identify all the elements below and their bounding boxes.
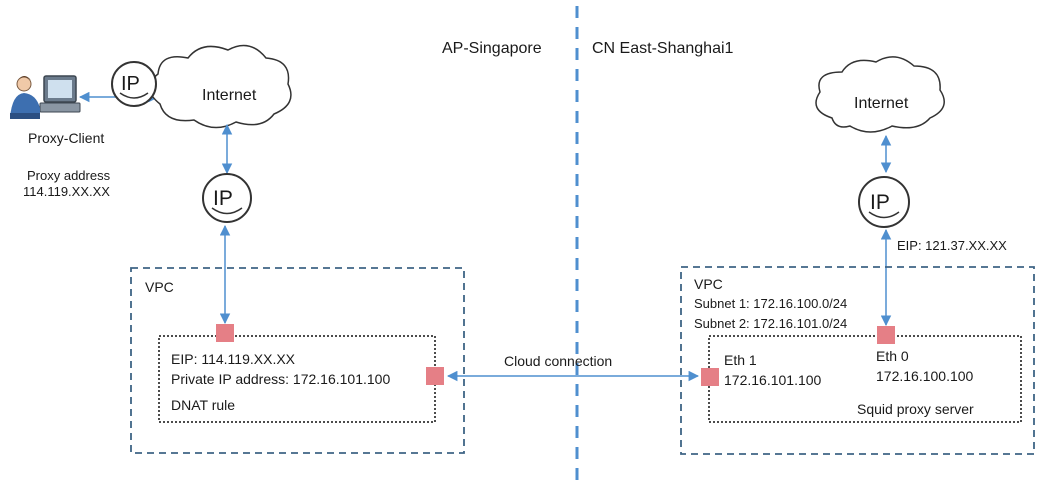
ip-icon-nat: IP	[202, 173, 252, 223]
eth0-name-label: Eth 0	[876, 348, 909, 364]
server-eip-label: EIP: 121.37.XX.XX	[897, 238, 1007, 253]
client-label: Proxy-Client	[28, 130, 104, 146]
vpc-label-left: VPC	[145, 279, 174, 295]
svg-text:IP: IP	[870, 191, 890, 214]
eth0-port	[877, 326, 895, 344]
svg-text:IP: IP	[121, 73, 140, 95]
vpc-label-right: VPC	[694, 276, 723, 292]
eth1-name-label: Eth 1	[724, 352, 757, 368]
eth0-ip-label: 172.16.100.100	[876, 368, 974, 384]
region-left-label: AP-Singapore	[442, 40, 542, 57]
nat-port-top	[216, 324, 234, 342]
proxy-address-value: 114.119.XX.XX	[23, 184, 110, 199]
squid-server-label: Squid proxy server	[857, 401, 974, 417]
subnet1-label: Subnet 1: 172.16.100.0/24	[694, 296, 847, 311]
ip-icon-server: IP	[858, 176, 910, 228]
eth1-port	[701, 368, 719, 386]
internet-cloud-icon-right	[815, 56, 945, 133]
subnet2-label: Subnet 2: 172.16.101.0/24	[694, 316, 847, 331]
svg-text:IP: IP	[213, 187, 233, 210]
computer-user-icon	[10, 75, 81, 119]
vpc-box-left	[130, 267, 465, 454]
internet-label-right: Internet	[854, 95, 909, 112]
cloud-connection-label: Cloud connection	[504, 353, 612, 369]
nat-gateway-box	[158, 335, 436, 423]
internet-label-left: Internet	[202, 87, 257, 104]
nat-port-right	[426, 367, 444, 385]
internet-cloud-icon-left	[148, 44, 292, 129]
nat-private-ip-label: Private IP address: 172.16.101.100	[171, 371, 390, 387]
ip-icon-client: IP	[111, 61, 157, 107]
nat-eip-label: EIP: 114.119.XX.XX	[171, 351, 296, 367]
eth1-ip-label: 172.16.101.100	[724, 372, 822, 388]
nat-dnat-rule-label: DNAT rule	[171, 397, 235, 413]
proxy-address-label: Proxy address	[27, 168, 111, 183]
region-right-label: CN East-Shanghai1	[592, 40, 734, 57]
vpc-box-right	[680, 266, 1035, 455]
